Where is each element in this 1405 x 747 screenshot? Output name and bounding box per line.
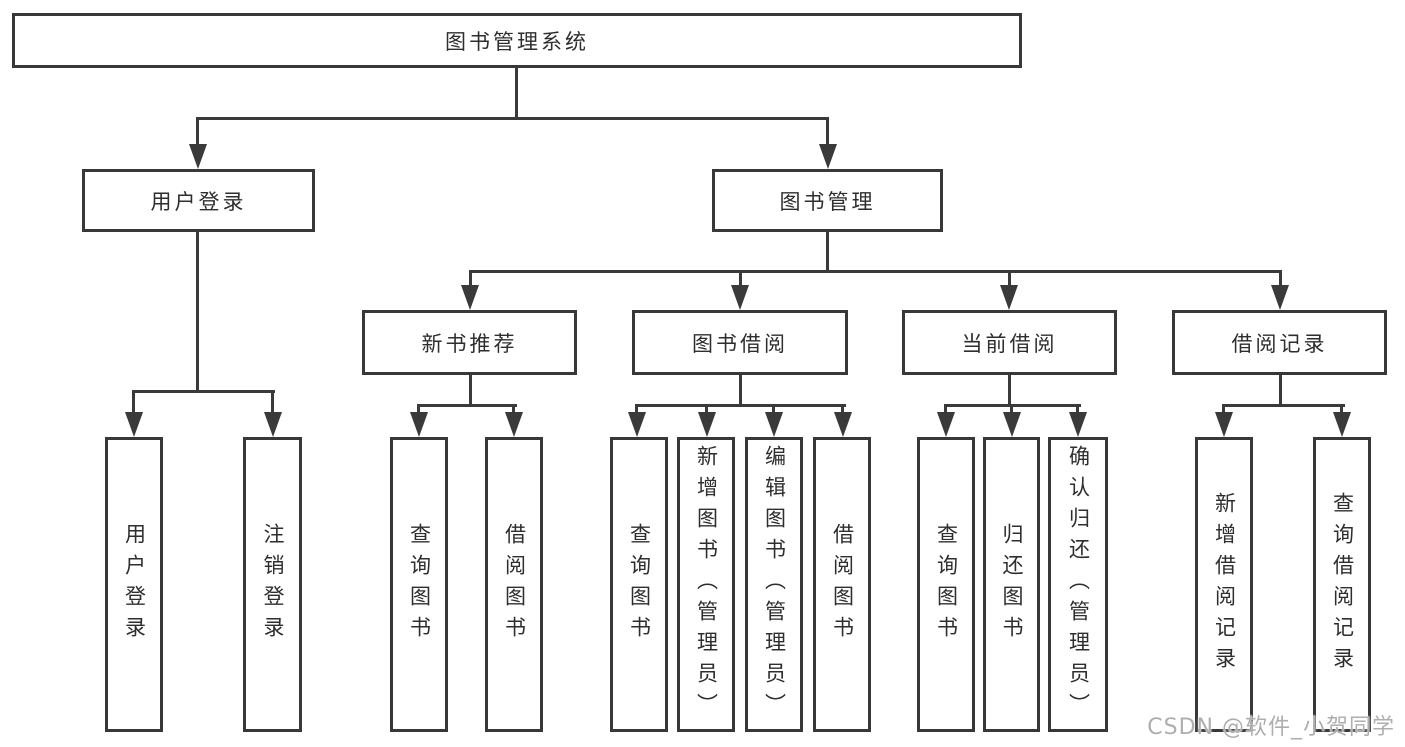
node-root-label: 图书管理系统 (445, 29, 589, 54)
node-borrow-records-label: 借阅记录 (1231, 331, 1328, 356)
node-borrow-records: 借阅记录 (1172, 310, 1387, 375)
leaf-nb-query-books: 查询图书 (390, 437, 448, 732)
leaf-user-login-label: 用户登录 (122, 522, 147, 647)
csdn-watermark: CSDN @软件_小贺同学 (1147, 715, 1395, 740)
leaf-cb-query-books: 查询图书 (917, 437, 975, 732)
connector-current-borrowing-stem (1008, 375, 1011, 407)
down-arrowhead-icon (125, 412, 143, 437)
connector-drop-leaf (1222, 404, 1225, 416)
leaf-br-add-record-label: 新增借阅记录 (1212, 491, 1237, 678)
connector-drop-leaf (635, 404, 638, 416)
leaf-bb-query-books: 查询图书 (610, 437, 668, 732)
leaf-cb-return-books: 归还图书 (983, 437, 1040, 732)
connector-borrow-records-stem (1279, 375, 1282, 407)
connector-current-borrowing-bar (945, 404, 1081, 407)
leaf-bb-borrow-books: 借阅图书 (813, 437, 871, 732)
connector-level3-bar (469, 270, 1282, 273)
connector-drop-leaf (772, 404, 775, 416)
down-arrowhead-icon (1000, 285, 1018, 310)
connector-drop-leaf (417, 404, 420, 416)
node-book-borrowing-label: 图书借阅 (692, 331, 788, 356)
leaf-bb-edit-books-admin: 编辑图书（管理员） (745, 437, 803, 732)
connector-drop-leaf (1076, 404, 1079, 416)
leaf-nb-query-books-label: 查询图书 (407, 522, 432, 647)
leaf-logout-label: 注销登录 (261, 522, 285, 647)
down-arrowhead-icon (1215, 412, 1233, 437)
leaf-cb-confirm-return-admin: 确认归还（管理员） (1048, 437, 1108, 732)
leaf-nb-borrow-books: 借阅图书 (485, 437, 543, 732)
connector-drop-leaf (271, 390, 274, 415)
node-user-login: 用户登录 (82, 169, 315, 232)
down-arrowhead-icon (937, 412, 955, 437)
connector-drop-book-management (826, 117, 829, 147)
connector-book-borrowing-stem (739, 375, 742, 407)
down-arrowhead-icon (628, 412, 646, 437)
node-new-book-recommend: 新书推荐 (362, 310, 577, 375)
down-arrowhead-icon (1271, 285, 1289, 310)
connector-drop-level3 (469, 270, 472, 288)
connector-book-management-stem (826, 232, 829, 273)
connector-book-borrowing-bar (636, 404, 846, 407)
down-arrowhead-icon (1069, 412, 1087, 437)
down-arrowhead-icon (189, 144, 207, 169)
connector-new-book-bar (418, 404, 517, 407)
connector-drop-leaf (1010, 404, 1013, 416)
down-arrowhead-icon (1003, 412, 1021, 437)
leaf-br-query-record-label: 查询借阅记录 (1330, 491, 1355, 678)
down-arrowhead-icon (819, 144, 837, 169)
connector-drop-level3 (1008, 270, 1011, 288)
connector-user-login-bar (133, 390, 275, 393)
leaf-bb-add-books-admin: 新增图书（管理员） (677, 437, 735, 732)
down-arrowhead-icon (461, 285, 479, 310)
leaf-bb-add-books-admin-label: 新增图书（管理员） (694, 445, 719, 724)
down-arrowhead-icon (410, 412, 428, 437)
connector-drop-user-login (196, 117, 199, 147)
connector-new-book-stem (469, 375, 472, 407)
down-arrowhead-icon (765, 412, 783, 437)
node-root: 图书管理系统 (12, 13, 1022, 68)
leaf-cb-confirm-return-admin-label: 确认归还（管理员） (1066, 445, 1091, 724)
connector-drop-level3 (739, 270, 742, 288)
connector-drop-level3 (1279, 270, 1282, 288)
node-current-borrowing-label: 当前借阅 (961, 331, 1058, 356)
leaf-user-login: 用户登录 (105, 437, 163, 732)
down-arrowhead-icon (1333, 412, 1351, 437)
node-new-book-recommend-label: 新书推荐 (421, 331, 518, 356)
connector-drop-leaf (512, 404, 515, 416)
down-arrowhead-icon (264, 412, 282, 437)
leaf-cb-return-books-label: 归还图书 (1000, 522, 1024, 647)
leaf-bb-borrow-books-label: 借阅图书 (830, 522, 855, 647)
connector-drop-leaf (132, 390, 135, 415)
node-book-management-label: 图书管理 (779, 189, 876, 214)
node-user-login-label: 用户登录 (150, 189, 247, 214)
down-arrowhead-icon (731, 285, 749, 310)
connector-drop-leaf (944, 404, 947, 416)
connector-drop-leaf (1340, 404, 1343, 416)
connector-drop-leaf (705, 404, 708, 416)
down-arrowhead-icon (834, 412, 852, 437)
down-arrowhead-icon (505, 412, 523, 437)
connector-level2-bar (197, 117, 829, 120)
node-current-borrowing: 当前借阅 (902, 310, 1117, 375)
leaf-br-add-record: 新增借阅记录 (1195, 437, 1253, 732)
leaf-nb-borrow-books-label: 借阅图书 (502, 522, 527, 647)
leaf-br-query-record: 查询借阅记录 (1313, 437, 1371, 732)
down-arrowhead-icon (698, 412, 716, 437)
leaf-bb-query-books-label: 查询图书 (627, 522, 652, 647)
connector-root-stem (515, 68, 518, 118)
node-book-borrowing: 图书借阅 (632, 310, 848, 375)
leaf-logout: 注销登录 (243, 437, 302, 732)
connector-user-login-stem (196, 232, 199, 393)
connector-drop-leaf (841, 404, 844, 416)
leaf-bb-edit-books-admin-label: 编辑图书（管理员） (762, 445, 787, 724)
node-book-management: 图书管理 (712, 169, 943, 232)
connector-borrow-records-bar (1223, 404, 1345, 407)
leaf-cb-query-books-label: 查询图书 (934, 522, 959, 647)
